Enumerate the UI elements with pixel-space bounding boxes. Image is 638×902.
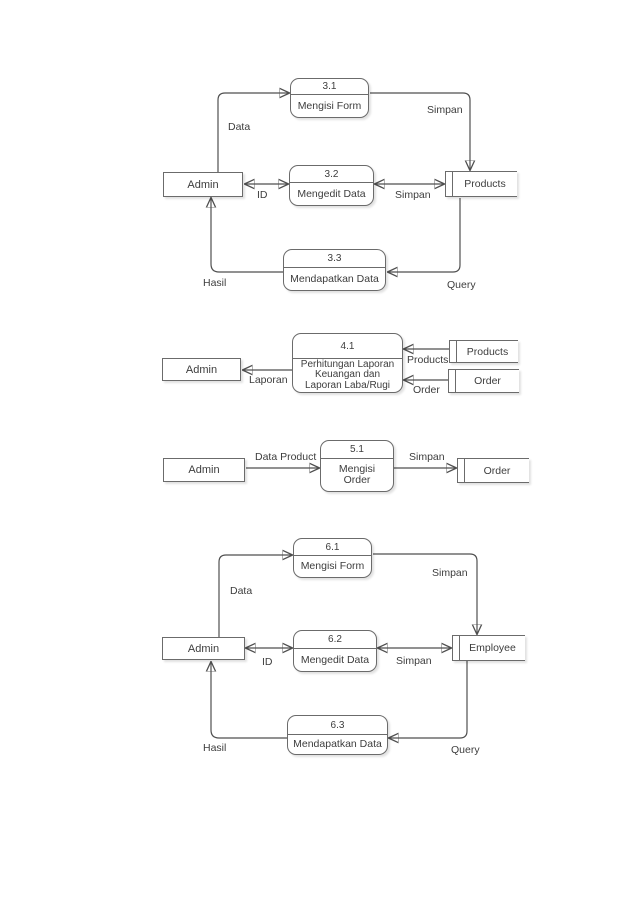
datastore-products-s4: Products xyxy=(449,340,518,363)
process-3-2: 3.2 Mengedit Data xyxy=(289,165,374,206)
datastore-doubleline xyxy=(455,370,456,392)
flow-label-s6-simpan-top: Simpan xyxy=(432,567,468,579)
process-6-2-label: Mengedit Data xyxy=(300,653,370,666)
flow-label-s4-products: Products xyxy=(407,354,449,366)
entity-admin-s4-label: Admin xyxy=(185,363,218,376)
flow-line-s6-query xyxy=(389,661,468,738)
entity-admin-s6-label: Admin xyxy=(187,642,220,655)
flow-label-s3-query: Query xyxy=(447,279,476,291)
flow-label-s6-simpan-mid: Simpan xyxy=(396,655,432,667)
datastore-products-s3-label: Products xyxy=(464,178,506,190)
process-4-1-label: Perhitungan Laporan Keuangan dan Laporan… xyxy=(293,359,402,392)
flow-label-s3-id: ID xyxy=(257,189,268,201)
datastore-order-s5: Order xyxy=(457,458,529,483)
datastore-doubleline xyxy=(459,636,460,660)
process-3-3-label: Mendapatkan Data xyxy=(290,272,379,285)
datastore-order-s4: Order xyxy=(448,369,519,393)
flow-label-s5-data-product: Data Product xyxy=(255,451,317,463)
process-6-2: 6.2 Mengedit Data xyxy=(293,630,377,672)
process-5-1-label-line1: Mengisi xyxy=(338,463,376,475)
process-6-1: 6.1 Mengisi Form xyxy=(293,538,372,578)
datastore-employee-s6: Employee xyxy=(452,635,525,661)
process-4-1-label-line3: Laporan Laba/Rugi xyxy=(304,379,391,391)
process-3-1-number: 3.1 xyxy=(291,79,368,95)
flow-line-s3-hasil xyxy=(211,198,283,273)
process-3-1-label: Mengisi Form xyxy=(297,99,362,112)
process-5-1-label: Mengisi Order xyxy=(321,459,393,491)
flow-label-s5-simpan: Simpan xyxy=(409,451,445,463)
flow-line-s6-simpan-top xyxy=(373,553,477,634)
flow-line-s6-hasil xyxy=(211,662,287,739)
flow-label-s3-simpan-top: Simpan xyxy=(427,104,463,116)
datastore-order-s5-label: Order xyxy=(483,464,511,477)
flow-label-s6-query: Query xyxy=(451,744,480,756)
flow-line-s3-query xyxy=(388,198,461,272)
datastore-employee-s6-label: Employee xyxy=(469,642,516,654)
process-4-1-label-line1: Perhitungan Laporan xyxy=(300,358,395,370)
entity-admin-s3: Admin xyxy=(163,172,243,197)
process-4-1-number: 4.1 xyxy=(293,334,402,359)
process-4-1: 4.1 Perhitungan Laporan Keuangan dan Lap… xyxy=(292,333,403,393)
entity-admin-s5-label: Admin xyxy=(188,464,220,476)
flow-label-s3-data: Data xyxy=(228,121,251,133)
datastore-order-s4-label: Order xyxy=(474,375,501,387)
entity-admin-s5: Admin xyxy=(163,458,245,482)
datastore-doubleline xyxy=(456,341,457,362)
flow-label-s4-order: Order xyxy=(413,384,440,396)
process-5-1: 5.1 Mengisi Order xyxy=(320,440,394,492)
process-6-2-number: 6.2 xyxy=(294,631,376,649)
datastore-products-s3: Products xyxy=(445,171,517,197)
flow-label-s6-id: ID xyxy=(262,656,273,668)
entity-admin-s4: Admin xyxy=(162,358,241,381)
process-4-1-label-line2: Keuangan dan xyxy=(314,369,381,381)
flow-label-s6-hasil: Hasil xyxy=(203,742,227,754)
process-3-3: 3.3 Mendapatkan Data xyxy=(283,249,386,291)
process-6-3: 6.3 Mendapatkan Data xyxy=(287,715,388,755)
process-6-1-number: 6.1 xyxy=(294,539,371,556)
process-6-1-label: Mengisi Form xyxy=(300,560,365,572)
process-6-3-number: 6.3 xyxy=(288,716,387,735)
datastore-doubleline xyxy=(452,172,453,196)
process-3-2-label: Mengedit Data xyxy=(297,187,366,200)
process-3-3-number: 3.3 xyxy=(284,250,385,268)
datastore-doubleline xyxy=(464,459,465,482)
process-6-3-label: Mendapatkan Data xyxy=(293,738,382,750)
flow-label-s3-hasil: Hasil xyxy=(203,277,227,289)
flow-label-s3-simpan-mid: Simpan xyxy=(395,189,431,201)
entity-admin-s3-label: Admin xyxy=(187,178,219,191)
entity-admin-s6: Admin xyxy=(162,637,245,660)
process-3-2-number: 3.2 xyxy=(290,166,373,183)
process-3-1: 3.1 Mengisi Form xyxy=(290,78,369,118)
process-5-1-label-line2: Order xyxy=(343,474,371,486)
flow-label-s4-laporan: Laporan xyxy=(249,374,288,386)
process-5-1-number: 5.1 xyxy=(321,441,393,459)
datastore-products-s4-label: Products xyxy=(466,345,509,358)
flow-label-s6-data: Data xyxy=(230,585,253,597)
